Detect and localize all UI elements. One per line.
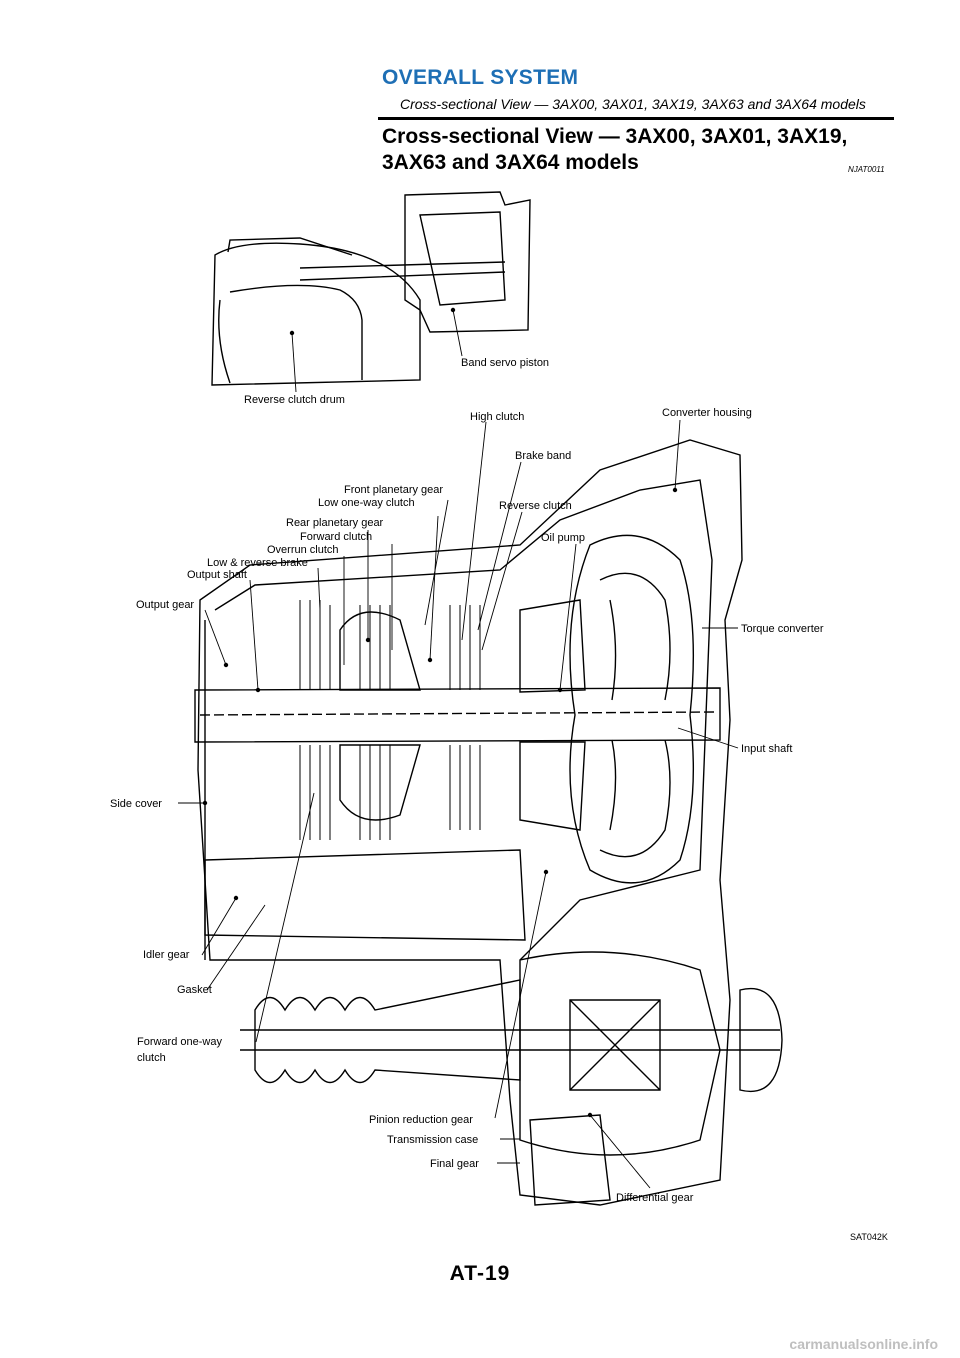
drum-arc bbox=[229, 284, 363, 380]
label-overrun-clutch: Overrun clutch bbox=[267, 544, 339, 556]
drum-top bbox=[227, 237, 353, 256]
oil-pump-body bbox=[519, 599, 586, 831]
planetary-set-rear bbox=[339, 744, 421, 821]
leader-dots bbox=[202, 307, 678, 1118]
main-shaft bbox=[194, 687, 721, 743]
section-code: NJAT0011 bbox=[848, 165, 885, 174]
output-flange bbox=[739, 988, 783, 1092]
label-idler-gear: Idler gear bbox=[143, 949, 190, 961]
diagram-labels: Reverse clutch drum Band servo piston Hi… bbox=[110, 357, 824, 1204]
leader-lines bbox=[178, 309, 739, 1189]
label-input-shaft: Input shaft bbox=[741, 743, 792, 755]
label-brake-band: Brake band bbox=[515, 450, 571, 462]
section-title: Cross-sectional View — 3AX00, 3AX01, 3AX… bbox=[382, 124, 902, 176]
label-final-gear: Final gear bbox=[430, 1158, 479, 1170]
idler-shaft bbox=[204, 849, 526, 941]
differential-cross bbox=[569, 999, 661, 1091]
label-gasket: Gasket bbox=[177, 984, 212, 996]
main-shaft-center bbox=[199, 711, 716, 716]
drive-shaft bbox=[240, 1029, 780, 1051]
section-title-line-2: 3AX63 and 3AX64 models bbox=[382, 151, 639, 174]
label-side-cover: Side cover bbox=[110, 798, 162, 810]
label-transmission-case: Transmission case bbox=[387, 1134, 478, 1146]
label-reverse-clutch: Reverse clutch bbox=[499, 500, 572, 512]
servo-housing bbox=[404, 191, 531, 333]
label-forward-one-way-clutch-line-2: clutch bbox=[137, 1052, 166, 1064]
header-rule bbox=[378, 117, 894, 120]
torque-converter-inner bbox=[599, 572, 671, 858]
label-forward-clutch: Forward clutch bbox=[300, 531, 372, 543]
label-front-planetary-gear: Front planetary gear bbox=[344, 484, 443, 496]
drive-shaft-boot bbox=[254, 979, 521, 1084]
label-forward-one-way-clutch-line-1: Forward one-way bbox=[137, 1036, 222, 1048]
label-reverse-clutch-drum: Reverse clutch drum bbox=[244, 394, 345, 406]
planetary-set-front bbox=[339, 611, 421, 691]
page-header-subtitle: Cross-sectional View — 3AX00, 3AX01, 3AX… bbox=[400, 96, 866, 112]
label-oil-pump: Oil pump bbox=[541, 532, 585, 544]
case-outline bbox=[197, 439, 743, 1206]
label-low-one-way-clutch: Low one-way clutch bbox=[318, 497, 415, 509]
label-low-reverse-brake: Low & reverse brake bbox=[207, 557, 308, 569]
figure-code: SAT042K bbox=[850, 1232, 888, 1242]
page-number: AT-19 bbox=[449, 1262, 511, 1285]
label-converter-housing: Converter housing bbox=[662, 407, 752, 419]
label-pinion-reduction-gear: Pinion reduction gear bbox=[369, 1114, 473, 1126]
label-band-servo-piston: Band servo piston bbox=[461, 357, 549, 369]
servo-shaft bbox=[299, 261, 506, 281]
label-torque-converter: Torque converter bbox=[741, 623, 824, 635]
section-title-line-1: Cross-sectional View — 3AX00, 3AX01, 3AX… bbox=[382, 125, 848, 148]
label-rear-planetary-gear: Rear planetary gear bbox=[286, 517, 384, 529]
torque-converter-outer bbox=[569, 534, 695, 884]
drum-arc-2 bbox=[218, 299, 231, 384]
final-gear-area bbox=[529, 1114, 611, 1206]
torque-converter-turbine bbox=[609, 599, 617, 831]
page-header-title: OVERALL SYSTEM bbox=[382, 66, 579, 89]
servo-inner bbox=[419, 211, 506, 306]
case-inner bbox=[214, 479, 713, 961]
drum-outline bbox=[211, 242, 421, 386]
differential-case bbox=[519, 951, 721, 1156]
label-output-gear: Output gear bbox=[136, 599, 194, 611]
diagram-drawing bbox=[194, 191, 783, 1206]
label-output-shaft: Output shaft bbox=[187, 569, 247, 581]
label-differential-gear: Differential gear bbox=[616, 1192, 694, 1204]
clutch-packs bbox=[299, 600, 481, 840]
label-high-clutch: High clutch bbox=[470, 411, 524, 423]
watermark: carmanualsonline.info bbox=[789, 1336, 938, 1352]
